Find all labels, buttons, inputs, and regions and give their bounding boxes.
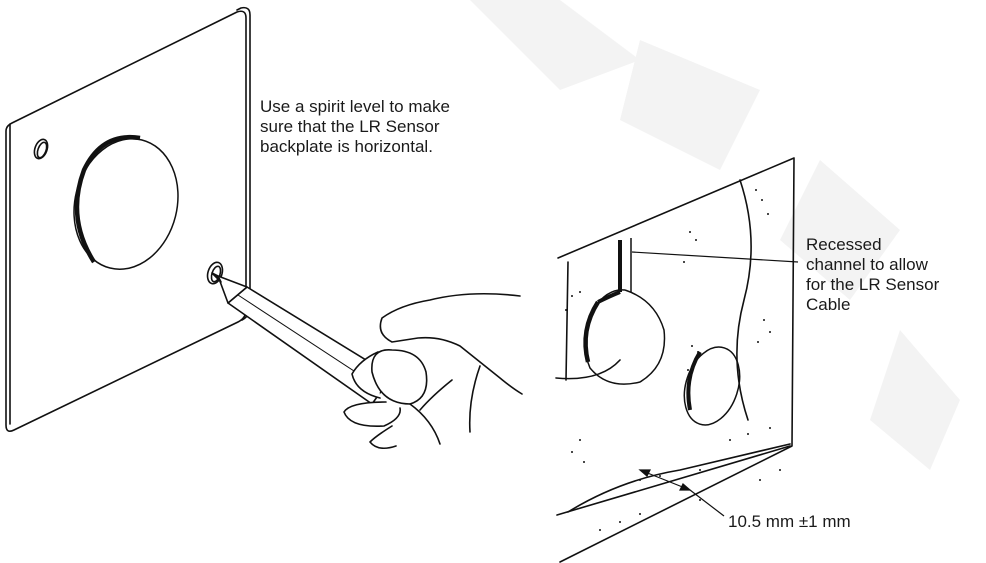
backplate-cable-hole <box>33 138 49 160</box>
recess-cable-hole <box>683 346 741 426</box>
recessed-channel-note-line-3: for the LR Sensor <box>806 275 940 294</box>
spirit-level-note: Use a spirit level to make sure that the… <box>260 97 450 157</box>
recess-sensor-opening <box>583 289 666 385</box>
hand <box>343 292 523 450</box>
plaster-texture <box>565 189 781 531</box>
recessed-channel-note: Recessed channel to allow for the LR Sen… <box>806 235 939 315</box>
spirit-level-note-line-1: Use a spirit level to make <box>260 97 450 116</box>
recessed-channel-note-line-1: Recessed <box>806 235 882 254</box>
spirit-level-note-line-2: sure that the LR Sensor <box>260 117 440 136</box>
recessed-channel-note-line-2: channel to allow <box>806 255 928 274</box>
dimension-arrows <box>638 469 725 517</box>
backplate <box>5 6 251 432</box>
recessed-channel-note-line-4: Cable <box>806 295 851 314</box>
spirit-level-note-line-3: backplate is horizontal. <box>260 137 433 156</box>
wall-recess <box>555 157 795 563</box>
recess-cable-channel <box>597 238 632 304</box>
backplate-large-opening <box>73 134 179 270</box>
depth-dimension-label: 10.5 mm ±1 mm <box>728 512 851 531</box>
leader-channel <box>631 251 799 263</box>
watermark <box>470 0 960 470</box>
